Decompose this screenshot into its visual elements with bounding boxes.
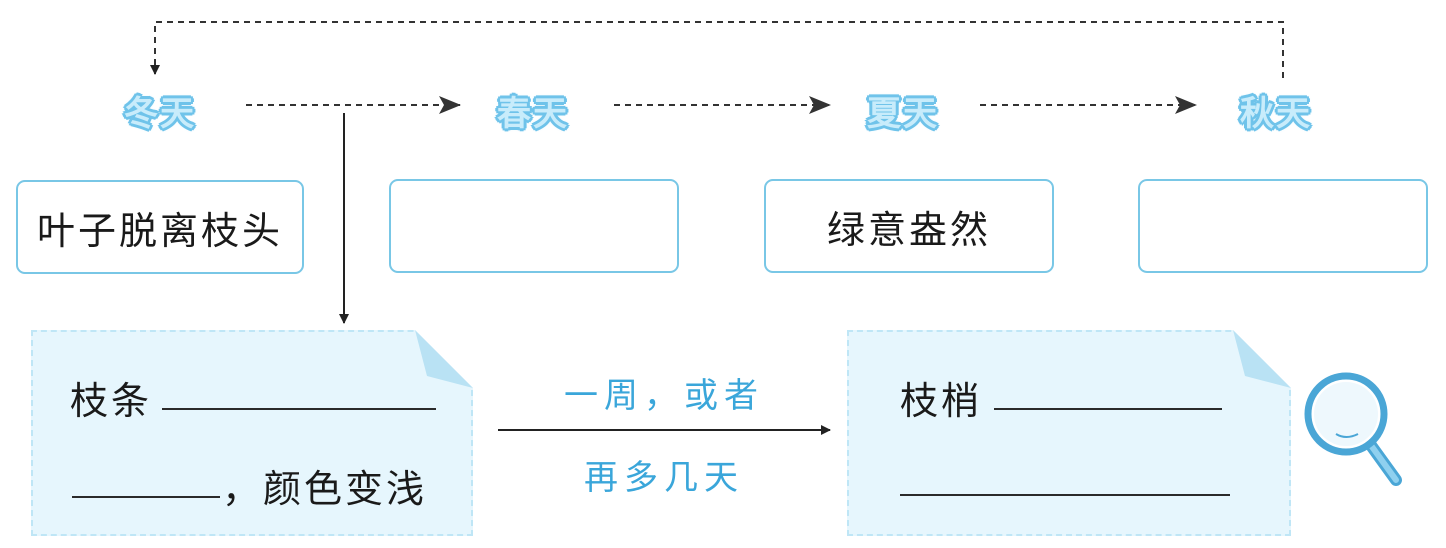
box-spring-blank[interactable]: [389, 179, 679, 273]
box-summer-text: 绿意盎然: [826, 207, 991, 252]
note-left: [31, 330, 473, 536]
box-autumn-blank[interactable]: [1138, 179, 1428, 273]
note-fold-corner: [415, 330, 473, 388]
loop-arrow: [150, 21, 1284, 78]
note-left-blank-1[interactable]: [162, 408, 436, 410]
transition-label-bottom: 再多几天: [584, 458, 744, 498]
note-fold-corner: [1233, 330, 1291, 388]
season-label-spring: 春天: [497, 94, 569, 134]
season-label-summer: 夏天: [867, 94, 939, 134]
box-winter: 叶子脱离枝头: [16, 180, 304, 274]
note-right: [847, 330, 1291, 536]
season-label-winter: 冬天: [124, 94, 196, 134]
box-winter-text: 叶子脱离枝头: [36, 208, 283, 253]
box-summer: 绿意盎然: [764, 179, 1054, 273]
note-right-blank-1[interactable]: [994, 408, 1222, 410]
note-left-line2-text: ，颜色变浅: [222, 467, 428, 511]
magnifier-icon: [1304, 372, 1402, 486]
transition-label-top: 一周，或者: [564, 376, 764, 416]
note-left-line1-text: 枝条: [70, 379, 153, 423]
note-left-blank-2[interactable]: [72, 496, 220, 498]
note-right-line1-text: 枝梢: [900, 379, 983, 423]
note-right-blank-2[interactable]: [900, 494, 1230, 496]
season-label-autumn: 秋天: [1240, 94, 1312, 134]
